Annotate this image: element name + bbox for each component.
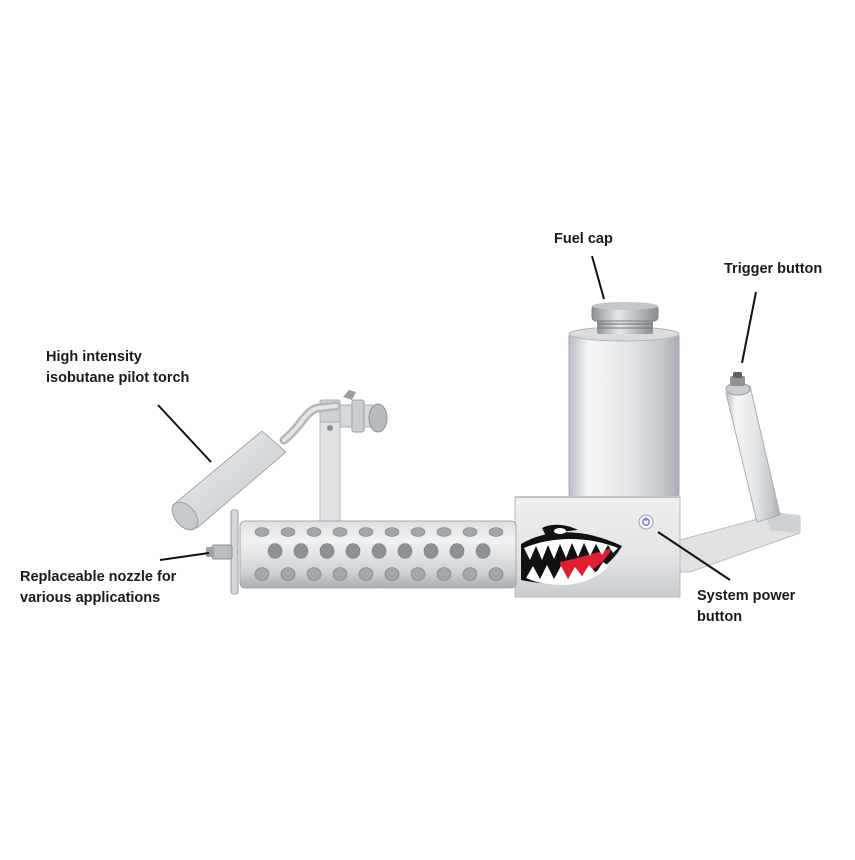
barrel-hole [488,527,504,537]
barrel-hole [436,567,452,581]
callout-nozzle-line-2: various applications [20,590,161,606]
barrel-hole [475,543,491,559]
barrel-hole [332,527,348,537]
barrel-hole [319,543,335,559]
leader-fuel-cap [591,255,605,300]
barrel-hole [384,527,400,537]
leader-pilot-torch [157,404,212,463]
barrel-hole [254,567,270,581]
callout-nozzle: Replaceable nozzle for various applicati… [20,567,176,609]
barrel-hole [462,527,478,537]
barrel-holes [254,527,504,581]
handle-bracket [679,512,801,573]
fuel-cap[interactable] [591,302,659,334]
barrel-hole [358,567,374,581]
barrel-hole [358,527,374,537]
pilot-torch [171,401,341,531]
shark-mouth-decal [521,524,622,585]
trigger-grip [725,382,781,523]
callout-power-button: System power button [697,586,795,628]
barrel-hole [410,527,426,537]
callout-power-button-line-2: button [697,609,743,625]
barrel-hole [488,567,504,581]
callout-power-button-line-1: System power [697,588,796,604]
callout-fuel-cap-line-1: Fuel cap [554,231,613,247]
barrel-hole [423,543,439,559]
barrel-hole [410,567,426,581]
barrel-hole [267,543,283,559]
barrel-hole [280,527,296,537]
barrel-hole [306,527,322,537]
leader-trigger-button [741,291,757,364]
callout-trigger-button: Trigger button [724,259,822,280]
callout-pilot-torch: High intensity isobutane pilot torch [46,347,189,389]
fuel-tank [568,326,680,499]
barrel-hole [436,527,452,537]
barrel-hole [306,567,322,581]
barrel-hole [384,567,400,581]
replaceable-nozzle [206,509,239,595]
barrel-hole [462,567,478,581]
leader-power-button [657,531,731,581]
system-power-button[interactable] [638,514,654,530]
barrel-hole [254,527,270,537]
barrel-hole [332,567,348,581]
callout-pilot-torch-line-2: isobutane pilot torch [46,370,190,386]
callout-fuel-cap: Fuel cap [554,229,613,250]
barrel-hole [371,543,387,559]
callout-nozzle-line-1: Replaceable nozzle for [20,569,177,585]
trigger-button[interactable] [730,372,745,386]
barrel-hole [397,543,413,559]
barrel-hole [280,567,296,581]
callout-trigger-button-line-1: Trigger button [724,261,823,277]
barrel-hole [449,543,465,559]
barrel-hole [293,543,309,559]
barrel-hole [345,543,361,559]
leader-lines [157,255,757,581]
callout-pilot-torch-line-1: High intensity [46,349,142,365]
leader-nozzle [159,552,210,561]
